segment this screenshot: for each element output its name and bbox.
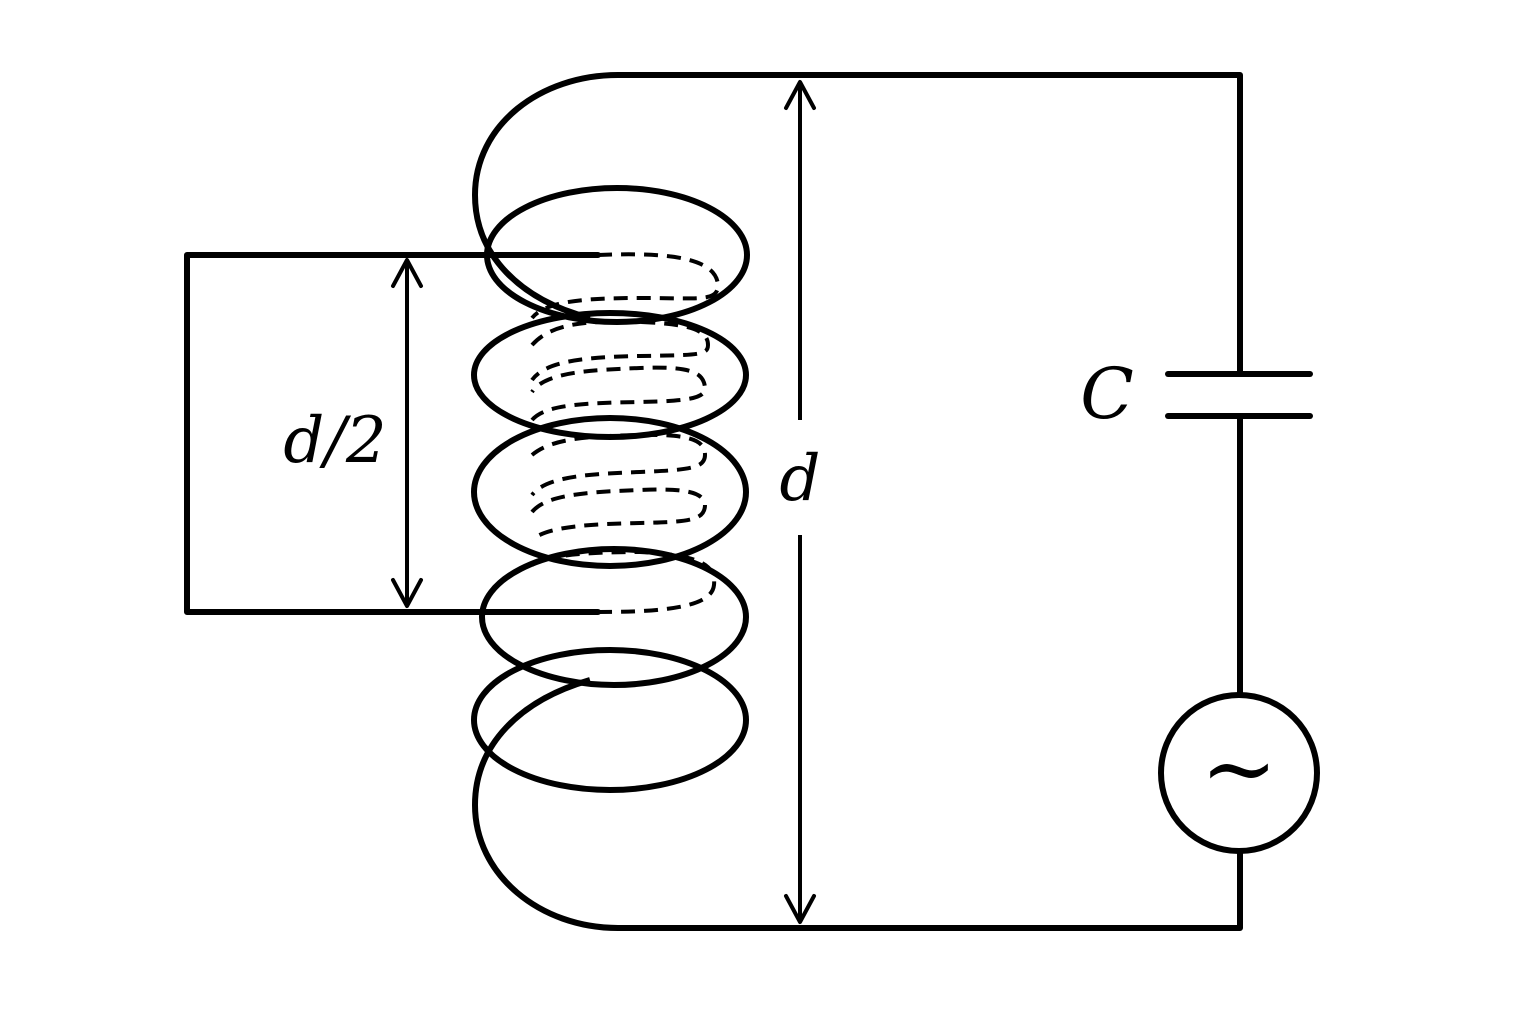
coil-turns [471, 185, 750, 793]
hidden-turn-2 [530, 319, 711, 382]
ac-source-circle [1158, 692, 1320, 854]
coil-turn-5 [471, 647, 749, 793]
coil-top-lead [471, 72, 619, 321]
ac-source: ~ [1158, 692, 1320, 854]
top-wire [615, 72, 1243, 375]
capacitor-label: C [1080, 353, 1134, 435]
half-d-dimension-arrow [391, 258, 423, 608]
half-d-label: d/2 [283, 404, 386, 478]
capacitor [1165, 371, 1313, 419]
hidden-turn-3 [530, 365, 708, 422]
inner-loop-wire [184, 252, 601, 615]
coil-turn-2 [471, 310, 749, 440]
ac-source-symbol: ~ [1200, 715, 1277, 822]
d-label: d [780, 442, 821, 516]
coil-turn-3 [471, 415, 749, 569]
hidden-turn-1 [530, 252, 721, 320]
coil-turn-4 [479, 546, 749, 688]
coil-bottom-lead [471, 677, 619, 931]
d-dimension-arrow [784, 80, 816, 924]
hidden-turn-5 [530, 487, 708, 542]
bottom-wire [615, 849, 1243, 931]
hidden-turn-4 [530, 432, 708, 497]
